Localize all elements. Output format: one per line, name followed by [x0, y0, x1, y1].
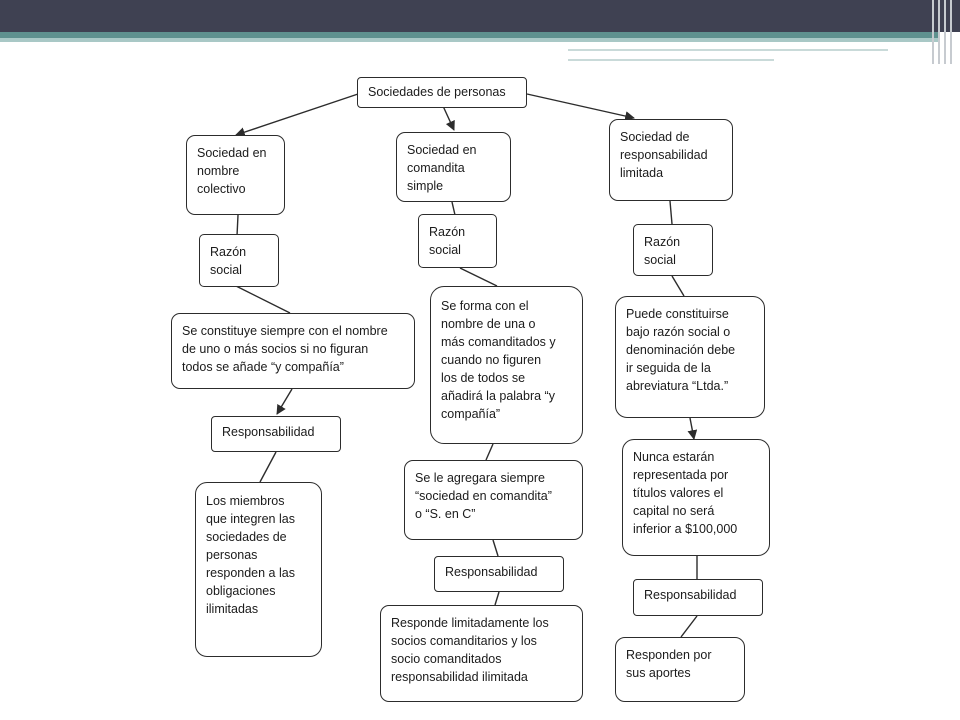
node-sociedad-nombre-colectivo: Sociedad en nombre colectivo — [186, 135, 285, 215]
node-nunca-estaran: Nunca estarán representada por títulos val… — [622, 439, 770, 556]
node-text-line: Sociedad de — [620, 130, 690, 144]
node-text-line: social — [644, 253, 676, 267]
node-responsabilidad-1: Responsabilidad — [211, 416, 341, 452]
connector — [669, 200, 673, 225]
node-text-line: Sociedad en — [197, 146, 267, 160]
node-text-line: Razón — [429, 225, 466, 239]
node-text-line: social — [429, 243, 461, 257]
node-text-line: Se le agregara siempre — [415, 471, 545, 485]
accent-stripe-light — [0, 38, 940, 42]
node-razon-social-1: Razón social — [199, 234, 279, 287]
node-text-line: denominación debe — [626, 343, 736, 357]
node-root: Sociedades de personas — [357, 77, 527, 108]
node-text-line: socios comanditarios y los — [391, 634, 537, 648]
decor-edge-line — [944, 0, 946, 64]
decor-line — [568, 49, 888, 51]
node-text-line: títulos valores el — [633, 486, 724, 500]
node-text-line: Responsabilidad — [445, 565, 538, 579]
node-desc2-comandita: Se le agregara siempre “sociedad en coman… — [404, 460, 583, 540]
node-text-line: Nunca estarán — [633, 450, 715, 464]
node-text-line: Responde limitadamente los — [391, 616, 549, 630]
node-text-line: ilimitadas — [206, 602, 259, 616]
node-responsabilidad-2: Responsabilidad — [434, 556, 564, 592]
arrow-to-responsabilidad-1 — [276, 388, 293, 415]
node-text-line: ir seguida de la — [626, 361, 711, 375]
node-text-line: responsabilidad ilimitada — [391, 670, 528, 684]
node-text-line: bajo razón social o — [626, 325, 731, 339]
node-text-line: Responden por — [626, 648, 712, 662]
node-text-line: cuando no figuren — [441, 353, 542, 367]
decor-line — [568, 59, 774, 61]
node-razon-social-3: Razón social — [633, 224, 713, 276]
connector — [494, 591, 500, 606]
arrow-root-to-col2 — [442, 105, 455, 131]
node-text-line: sus aportes — [626, 666, 691, 680]
arrow-to-nunca-estaran — [687, 417, 698, 440]
node-text-line: social — [210, 263, 242, 277]
node-text-line: compañía” — [441, 407, 501, 421]
connector — [459, 267, 498, 287]
accent-stripe — [0, 32, 940, 38]
node-text-line: o “S. en C” — [415, 507, 476, 521]
node-desc-limitada: Puede constituirse bajo razón social o den… — [615, 296, 765, 418]
connector — [451, 201, 456, 216]
node-text-line: Los miembros — [206, 494, 285, 508]
node-text-line: de uno o más socios si no figuran — [182, 342, 369, 356]
node-text-line: Se constituye siempre con el nombre — [182, 324, 388, 338]
node-text-line: responsabilidad — [620, 148, 708, 162]
node-text-line: nombre — [197, 164, 240, 178]
node-desc-comandita: Se forma con el nombre de una o más comand… — [430, 286, 583, 444]
node-text-line: Razón — [644, 235, 681, 249]
node-text-line: Sociedad en — [407, 143, 477, 157]
node-text-line: Puede constituirse — [626, 307, 729, 321]
node-text-line: colectivo — [197, 182, 246, 196]
node-text-line: “sociedad en comandita” — [415, 489, 552, 503]
node-razon-social-2: Razón social — [418, 214, 497, 268]
node-text-line: todos se añade “y compañía” — [182, 360, 344, 374]
node-text-line: Se forma con el — [441, 299, 529, 313]
node-text-line: Razón — [210, 245, 247, 259]
node-text-line: más comanditados y — [441, 335, 556, 349]
node-text-line: Sociedades de personas — [368, 85, 506, 99]
node-text-line: obligaciones — [206, 584, 276, 598]
node-text-line: simple — [407, 179, 444, 193]
connector — [492, 539, 499, 557]
node-text-line: personas — [206, 548, 258, 562]
connector — [235, 285, 291, 314]
node-text-line: Responsabilidad — [222, 425, 315, 439]
node-text-line: socio comanditados — [391, 652, 502, 666]
node-sociedad-responsabilidad-limitada: Sociedad de responsabilidad limitada — [609, 119, 733, 201]
node-text-line: responden a las — [206, 566, 295, 580]
node-text-line: que integren las — [206, 512, 295, 526]
node-text-line: abreviatura “Ltda.” — [626, 379, 729, 393]
node-text-line: sociedades de — [206, 530, 287, 544]
node-text-line: nombre de una o — [441, 317, 536, 331]
connector — [259, 451, 277, 483]
node-text-line: limitada — [620, 166, 664, 180]
node-resp-desc-1: Los miembros que integren las sociedades d… — [195, 482, 322, 657]
decor-edge-line — [932, 0, 934, 64]
node-text-line: los de todos se — [441, 371, 526, 385]
connector — [671, 275, 685, 297]
node-text-line: Responsabilidad — [644, 588, 737, 602]
node-resp-desc-2: Responde limitadamente los socios comandi… — [380, 605, 583, 702]
node-text-line: añadirá la palabra “y — [441, 389, 555, 403]
decor-edge-line — [950, 0, 952, 64]
node-text-line: capital no será — [633, 504, 715, 518]
arrow-root-to-col1 — [235, 93, 359, 137]
node-text-line: comandita — [407, 161, 465, 175]
title-bar — [0, 0, 960, 32]
node-sociedad-comandita-simple: Sociedad en comandita simple — [396, 132, 511, 202]
arrow-root-to-col3 — [526, 93, 635, 121]
node-text-line: inferior a $100,000 — [633, 522, 738, 536]
connector — [236, 214, 239, 237]
node-desc-colectivo: Se constituye siempre con el nombre de un… — [171, 313, 415, 389]
connector — [485, 443, 494, 461]
connector — [680, 615, 698, 638]
node-responsabilidad-3: Responsabilidad — [633, 579, 763, 616]
node-text-line: representada por — [633, 468, 729, 482]
node-resp-desc-3: Responden por sus aportes — [615, 637, 745, 702]
decor-edge-line — [938, 0, 940, 64]
